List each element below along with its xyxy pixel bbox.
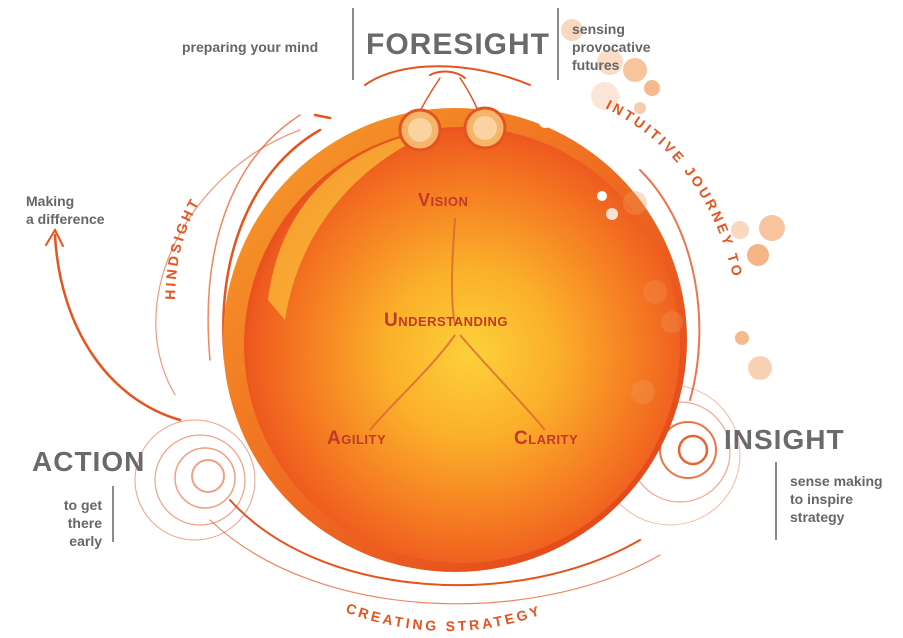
insight-line: sense making [790,473,883,489]
insight-line: strategy [790,509,845,525]
foresight-left-text: preparing your mind [182,39,319,55]
action-swirls [134,419,256,541]
agility-label: Agility [327,428,387,449]
foresight-right-line: futures [572,57,620,73]
making-line: Making [26,193,75,209]
making-difference-text: Making a difference [26,192,105,228]
orb [244,127,680,563]
decorative-bubbles [539,19,785,404]
foresight-divider-right [557,8,559,80]
hindsight-arc-label: HINDSIGHT [162,194,203,300]
foresight-right-line: provocative [572,39,651,55]
insight-title: INSIGHT [724,424,845,455]
creating-strategy-arc-label: CREATING STRATEGY [344,600,544,634]
clarity-label: Clarity [514,428,579,449]
foresight-right-line: sensing [572,21,625,37]
vision-label: Vision [418,190,469,210]
action-text: to get there early [46,496,102,550]
insight-swirls [599,384,741,526]
foresight-bubbles [398,106,507,152]
foresight-right-text: sensing provocative futures [572,20,651,74]
inner-connectors [369,217,546,431]
insight-divider [775,462,777,540]
foresight-divider-left [352,8,354,80]
insight-line: to inspire [790,491,854,507]
making-line: a difference [26,211,105,227]
foresight-title: FORESIGHT [366,28,551,61]
action-line: there early [67,515,102,549]
insight-text: sense making to inspire strategy [790,472,883,526]
action-line: to get [63,497,102,513]
action-title: ACTION [32,446,146,477]
orb-highlight [268,130,440,320]
action-divider [112,486,114,542]
understanding-label: Understanding [384,310,508,331]
